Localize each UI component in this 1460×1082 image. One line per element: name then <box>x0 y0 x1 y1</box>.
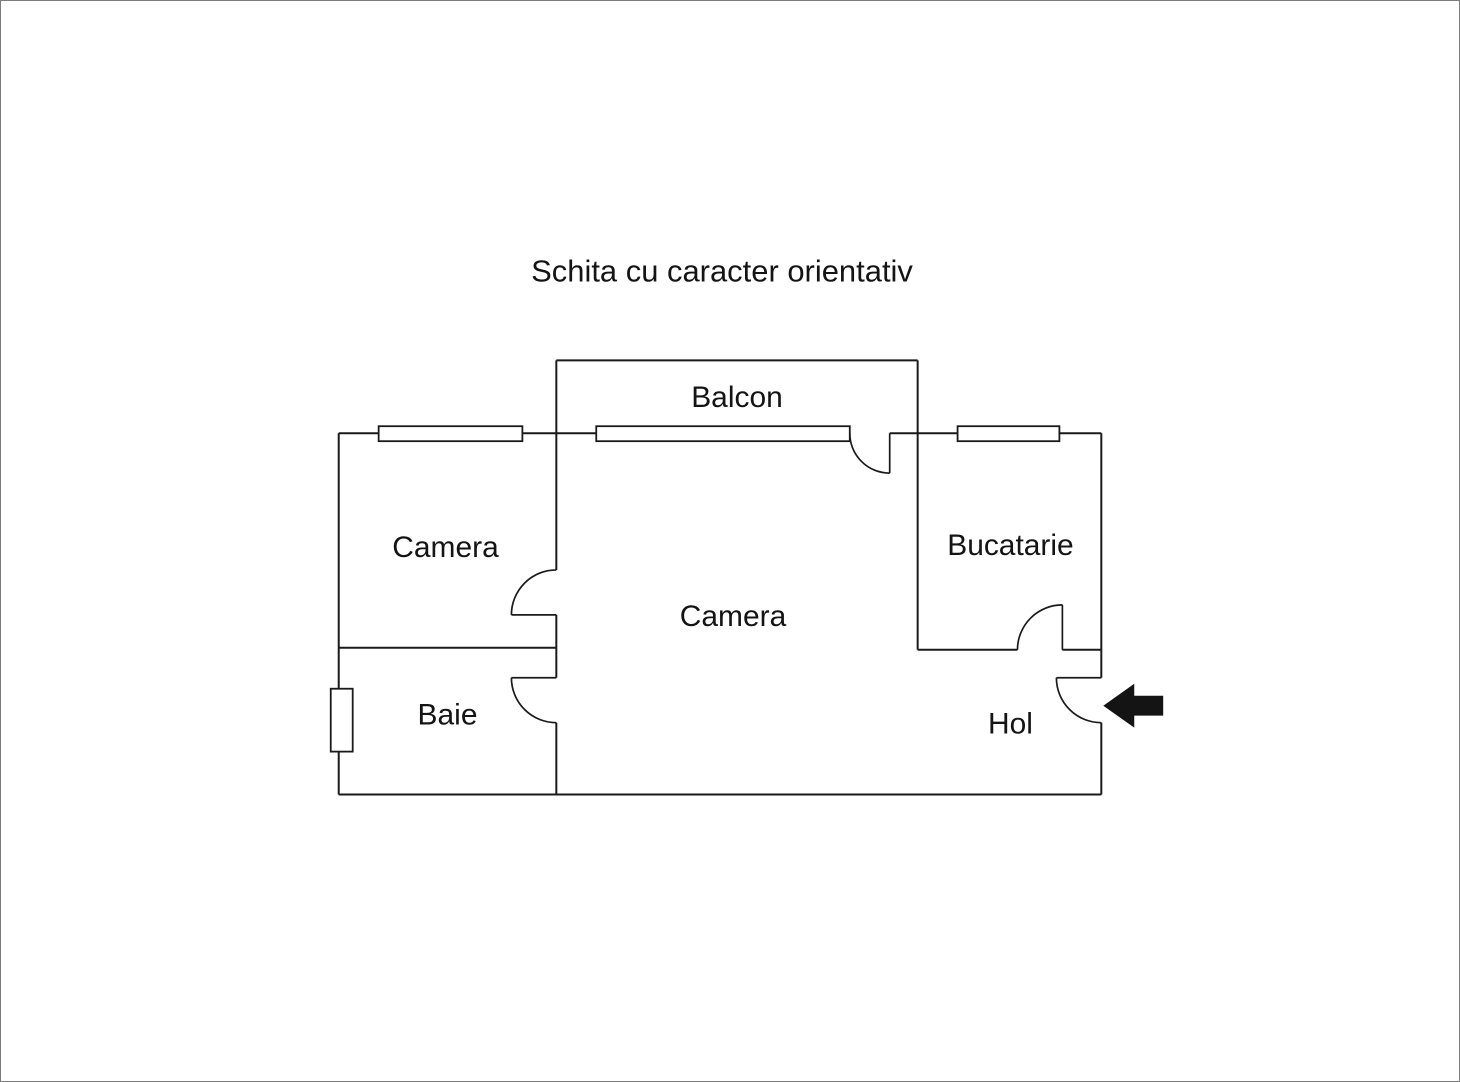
diagram-title: Schita cu caracter orientativ <box>531 253 913 288</box>
room-label-baie: Baie <box>418 699 478 732</box>
walls <box>337 359 1103 796</box>
doors <box>510 433 1102 724</box>
entrance-arrow-icon <box>1103 683 1164 728</box>
window-balcon <box>595 425 851 443</box>
door-arc-entrance <box>1055 677 1102 724</box>
room-label-hol: Hol <box>988 708 1033 741</box>
door-arc-bucatarie <box>1016 604 1063 650</box>
room-label-balcon: Balcon <box>691 381 783 414</box>
door-arc-baie <box>510 677 557 724</box>
door-arc-balcon <box>848 433 890 474</box>
window-camera-left <box>377 425 524 443</box>
door-arc-camera <box>510 569 557 615</box>
windows <box>329 425 1061 753</box>
baie-wall-fixture <box>329 687 354 753</box>
room-labels: Balcon Camera Camera Bucatarie Baie Hol <box>392 381 1073 740</box>
window-bucatarie <box>956 425 1061 443</box>
room-label-camera-main: Camera <box>680 600 787 633</box>
room-label-camera-left: Camera <box>392 531 499 564</box>
room-label-bucatarie: Bucatarie <box>947 529 1073 562</box>
